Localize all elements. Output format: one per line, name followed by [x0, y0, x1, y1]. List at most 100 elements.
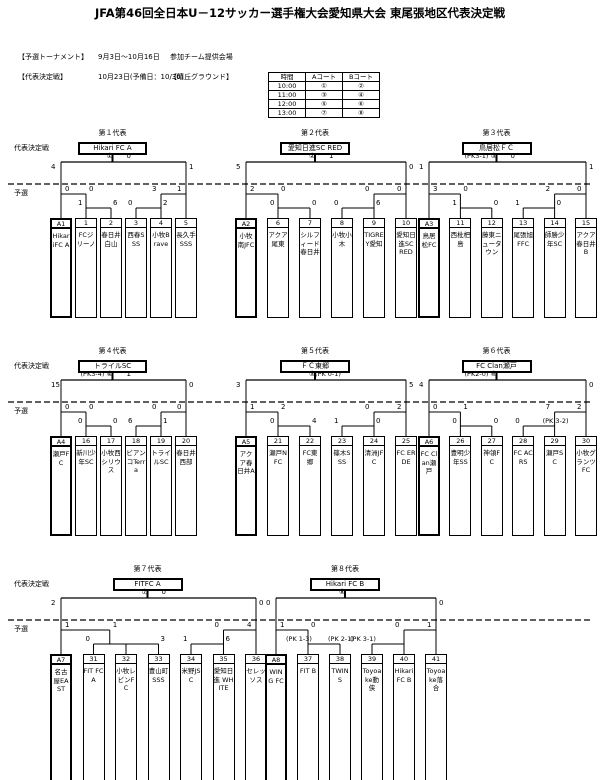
team-name: TIGREY愛知 — [364, 231, 384, 248]
team-name: 藤東ニュータウン — [482, 231, 502, 257]
team-number: 38 — [330, 655, 350, 664]
score: 0 — [85, 635, 90, 643]
team-name: 瀬戸SC — [546, 449, 564, 466]
score: 0 — [152, 403, 157, 411]
rep-box: FITFC A — [112, 578, 183, 591]
team-number: A2 — [237, 220, 255, 229]
score: 0 — [259, 599, 264, 607]
score: 0 — [397, 185, 402, 193]
team-name: FC東郷 — [302, 449, 318, 466]
pk-score: (PK3-4) — [80, 370, 105, 378]
rep-label: 第５代表 — [301, 347, 329, 355]
team-number: 18 — [126, 437, 146, 446]
prelim-label: 予選 — [14, 625, 28, 633]
score: 1 — [112, 621, 118, 629]
score: 2 — [51, 599, 56, 607]
team-number: 29 — [544, 437, 565, 446]
score: 0 — [65, 185, 70, 193]
pk-score: (PK2-0) — [464, 370, 489, 378]
prelim-label: 予選 — [14, 189, 28, 197]
score: 0 — [312, 199, 317, 207]
score: 2 — [397, 403, 402, 411]
rep-label: 第６代表 — [482, 347, 511, 355]
match-number: ② — [309, 152, 316, 160]
score: 7 — [545, 403, 551, 411]
pk-score: (PK 2-1) — [328, 635, 354, 643]
schedule-cell: ⑧ — [342, 108, 380, 118]
score: 4 — [419, 381, 424, 389]
team-number: A5 — [237, 438, 255, 447]
score: 0 — [395, 621, 400, 629]
team-name: 西枇杷島 — [450, 231, 471, 248]
score: 0 — [452, 417, 457, 425]
score: 1 — [427, 621, 432, 629]
pk-score: (PK 0-1) — [315, 370, 341, 378]
team-number: 15 — [576, 219, 596, 228]
final-label: 代表決定戦 — [14, 580, 49, 588]
score: 0 — [65, 403, 70, 411]
score: 2 — [250, 185, 255, 193]
score: 6 — [128, 417, 133, 425]
prelim-label: 予選 — [14, 407, 28, 415]
score: 0 — [334, 199, 339, 207]
score: 0 — [376, 417, 381, 425]
score: 1 — [419, 163, 424, 171]
score: 1 — [177, 185, 182, 193]
team-number: 6 — [268, 219, 288, 228]
team-name: セレッソス — [246, 667, 266, 684]
schedule-row: 11:00 ③ ④ — [268, 90, 380, 100]
score: 5 — [409, 381, 414, 389]
team-number: 31 — [83, 655, 104, 664]
team-number: 13 — [513, 219, 534, 228]
team-number: 24 — [364, 437, 384, 446]
score: 2 — [281, 403, 286, 411]
prelim-dates: 9月3日～10月16日 — [98, 53, 160, 61]
team-name: 篠木SSS — [333, 449, 351, 466]
rep-box: ＦＣ東郷 — [280, 360, 350, 373]
rep-label: 第２代表 — [301, 129, 329, 137]
team-box: 29 瀬戸SC — [543, 436, 566, 536]
team-name: トライルSC — [151, 449, 171, 466]
team-name: 新川少年SC — [76, 449, 96, 466]
rep-box: トライルSC — [78, 360, 147, 373]
pk-score: (PK 1-3) — [286, 635, 312, 643]
score: 15 — [51, 381, 60, 389]
score: 1 — [463, 403, 468, 411]
team-name: 愛知日進SC RED — [396, 231, 416, 257]
team-number: A4 — [52, 438, 70, 447]
score: 0 — [270, 417, 275, 425]
team-name: WING FC — [268, 668, 284, 685]
team-number: 28 — [513, 437, 534, 446]
score: 2 — [163, 199, 168, 207]
team-name: FIT FC A — [83, 667, 104, 684]
score: 0 — [439, 599, 444, 607]
score: 0 — [270, 199, 275, 207]
score: 0 — [89, 185, 94, 193]
score: 1 — [334, 417, 339, 425]
score: 0 — [515, 417, 520, 425]
team-name: 鳥居松FC — [421, 232, 437, 249]
rep-box: Hikari FC A — [78, 142, 147, 155]
score: 0 — [577, 185, 582, 193]
score: 6 — [225, 635, 230, 643]
score: 1 — [163, 417, 168, 425]
team-number: 34 — [181, 655, 201, 664]
